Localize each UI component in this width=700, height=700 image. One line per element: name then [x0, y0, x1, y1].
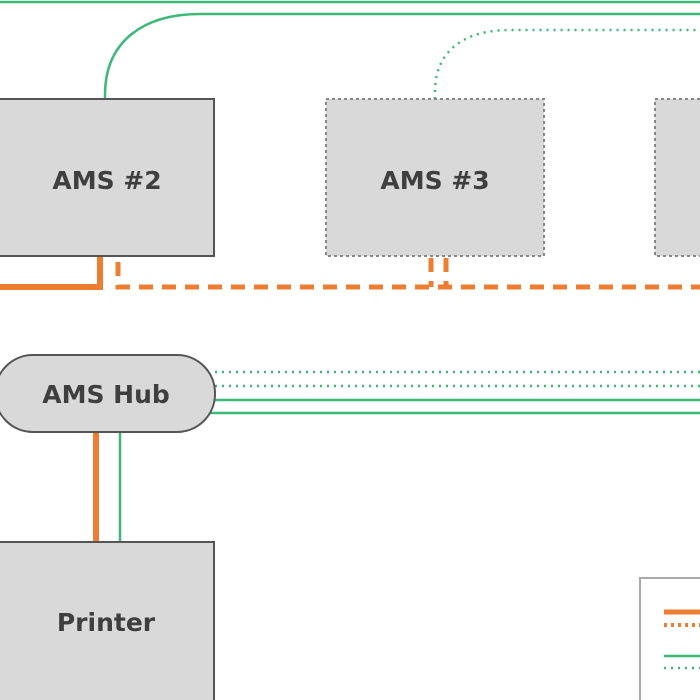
ams3-box-shape [325, 98, 545, 257]
ams3-label: AMS #3 [380, 166, 489, 195]
legend-frame [639, 577, 700, 700]
data-lines [0, 0, 700, 542]
data-line-ams2 [103, 12, 700, 99]
ams4-box [654, 98, 700, 257]
legend [639, 577, 700, 700]
ams-hub: AMS Hub [0, 354, 216, 433]
ams4-box-shape [654, 98, 700, 257]
ams3-box: AMS #3 [325, 98, 545, 257]
printer-box: Printer [0, 541, 215, 700]
ams2-box-shape [0, 98, 215, 257]
ams2-box: AMS #2 [0, 98, 215, 257]
data-line-ams3-optional [433, 28, 700, 99]
printer-label: Printer [57, 608, 156, 637]
filament-lines [0, 256, 700, 542]
ams-hub-shape [0, 354, 216, 433]
filament-line-ams2-optional [115, 262, 700, 290]
ams2-label: AMS #2 [52, 166, 161, 195]
printer-box-shape [0, 541, 215, 700]
filament-line-ams2 [0, 256, 103, 290]
ams-hub-label: AMS Hub [42, 380, 170, 409]
